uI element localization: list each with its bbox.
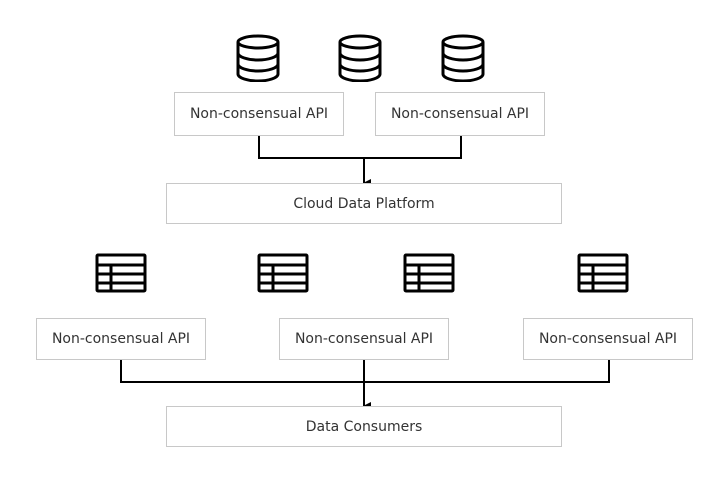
source-api-box: Non-consensual API <box>375 92 545 136</box>
connector-source-1 <box>258 136 462 159</box>
output-api-label: Non-consensual API <box>294 331 434 347</box>
table-icon <box>95 253 147 297</box>
output-api-box: Non-consensual API <box>279 318 449 360</box>
output-api-box: Non-consensual API <box>36 318 206 360</box>
data-consumers-label: Data Consumers <box>305 418 423 435</box>
table-icon <box>403 253 455 297</box>
output-api-label: Non-consensual API <box>51 331 191 347</box>
output-api-box: Non-consensual API <box>523 318 693 360</box>
table-icon <box>257 253 309 297</box>
database-icon <box>234 34 282 86</box>
database-icon <box>439 34 487 86</box>
database-icon <box>336 34 384 86</box>
data-consumers-box: Data Consumers <box>166 406 562 447</box>
output-api-label: Non-consensual API <box>538 331 678 347</box>
source-api-label: Non-consensual API <box>189 106 329 122</box>
source-api-label: Non-consensual API <box>390 106 530 122</box>
source-api-box: Non-consensual API <box>174 92 344 136</box>
table-icon <box>577 253 629 297</box>
cloud-data-platform-label: Cloud Data Platform <box>293 195 435 212</box>
cloud-data-platform-box: Cloud Data Platform <box>166 183 562 224</box>
